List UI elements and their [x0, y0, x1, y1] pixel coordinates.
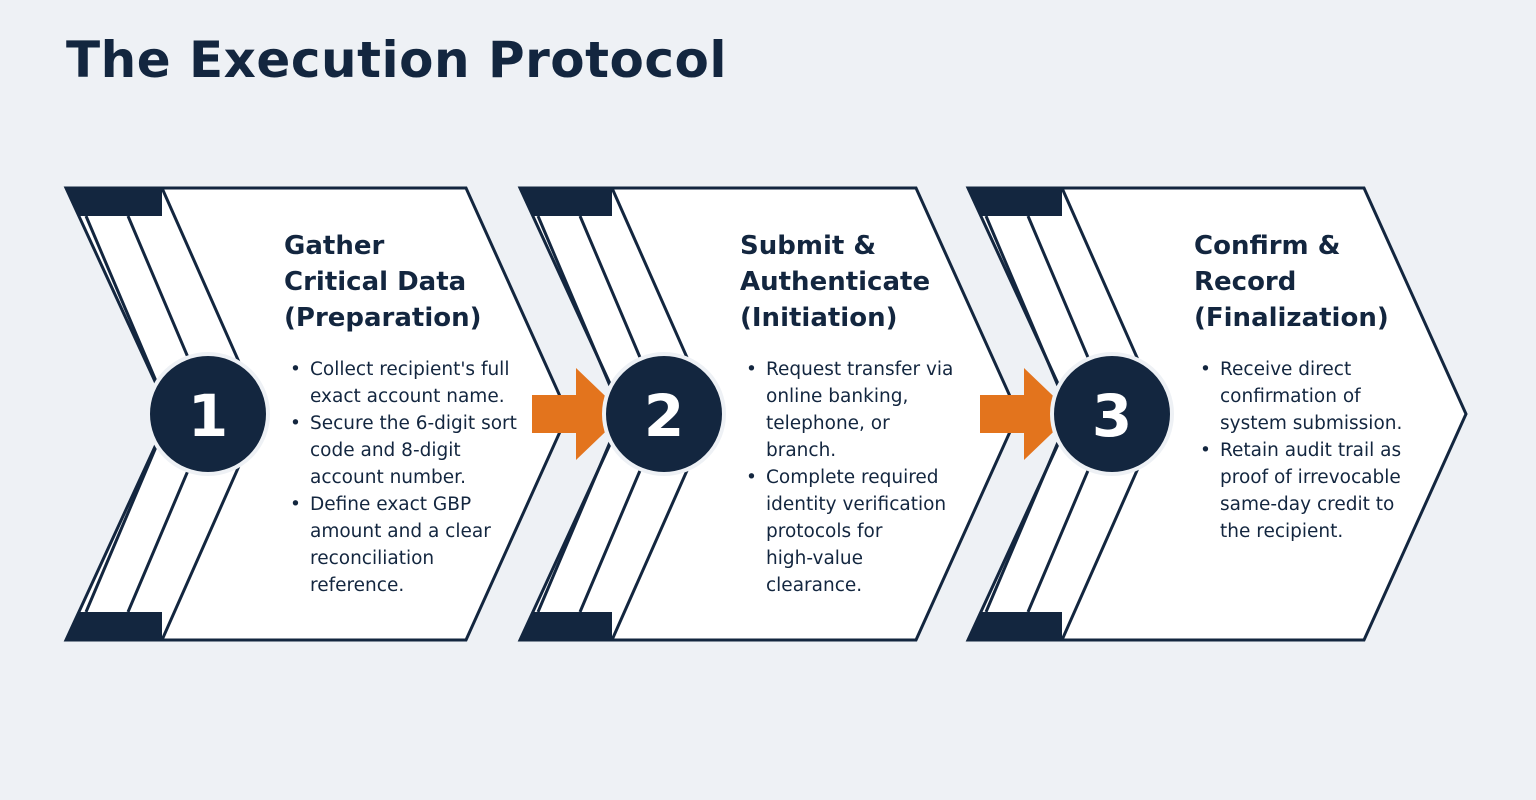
bullet-line: telephone, or: [766, 413, 890, 434]
bullet-line: Collect recipient's full: [310, 359, 510, 380]
bullet-line: Define exact GBP: [310, 494, 472, 515]
step-title-line: (Preparation): [284, 303, 482, 333]
step-title-line: (Finalization): [1194, 303, 1389, 333]
bullet-line: Complete required: [766, 467, 939, 488]
step-1-number: 1: [188, 382, 228, 450]
step-1-bullets: Collect recipient's full exact account n…: [284, 356, 517, 599]
bullet-item: Request transfer via online banking, tel…: [746, 356, 954, 464]
step-2-title: Submit & Authenticate (Initiation): [740, 228, 953, 336]
step-2-number: 2: [644, 382, 684, 450]
bullet-line: reconciliation: [310, 548, 435, 569]
step-title-line: Submit &: [740, 231, 877, 261]
bullet-line: amount and a clear: [310, 521, 491, 542]
bullet-line: Receive direct: [1220, 359, 1352, 380]
bullet-line: clearance.: [766, 575, 863, 596]
bullet-line: branch.: [766, 440, 837, 461]
step-2-content: Submit & Authenticate (Initiation) Reque…: [740, 228, 953, 599]
bullet-line: online banking,: [766, 386, 909, 407]
bullet-line: code and 8-digit: [310, 440, 461, 461]
bullet-item: Retain audit trail as proof of irrevocab…: [1200, 437, 1402, 545]
bullet-item: Secure the 6-digit sort code and 8-digit…: [290, 410, 517, 491]
bullet-line: system submission.: [1220, 413, 1403, 434]
bullet-item: Define exact GBP amount and a clear reco…: [290, 491, 517, 599]
page-title: The Execution Protocol: [66, 31, 727, 89]
arrow-right-icon: [532, 368, 624, 460]
bullet-line: proof of irrevocable: [1220, 467, 1401, 488]
step-3-number-badge: 3: [1050, 352, 1174, 476]
step-title-line: Confirm &: [1194, 231, 1341, 261]
step-1-content: Gather Critical Data (Preparation) Colle…: [284, 228, 517, 599]
step-title-line: (Initiation): [740, 303, 898, 333]
step-2-bullets: Request transfer via online banking, tel…: [740, 356, 953, 599]
bullet-line: Retain audit trail as: [1220, 440, 1402, 461]
bullet-item: Collect recipient's full exact account n…: [290, 356, 517, 410]
step-title-line: Record: [1194, 267, 1297, 297]
step-3-content: Confirm & Record (Finalization) Receive …: [1194, 228, 1402, 545]
step-title-line: Critical Data: [284, 267, 467, 297]
bullet-line: confirmation of: [1220, 386, 1361, 407]
bullet-line: identity verification: [766, 494, 947, 515]
bullet-line: Secure the 6-digit sort: [310, 413, 517, 434]
bullet-line: the recipient.: [1220, 521, 1344, 542]
step-title-line: Authenticate: [740, 267, 931, 297]
bullet-item: Receive direct confirmation of system su…: [1200, 356, 1403, 437]
step-title-line: Gather: [284, 231, 385, 261]
bullet-line: same-day credit to: [1220, 494, 1395, 515]
step-3-number: 3: [1092, 382, 1132, 450]
bullet-line: protocols for: [766, 521, 883, 542]
bullet-line: reference.: [310, 575, 405, 596]
bullet-line: Request transfer via: [766, 359, 954, 380]
arrow-right-icon: [980, 368, 1072, 460]
bullet-line: exact account name.: [310, 386, 505, 407]
step-1-title: Gather Critical Data (Preparation): [284, 228, 517, 336]
bullet-item: Complete required identity verification …: [746, 464, 953, 599]
step-3-title: Confirm & Record (Finalization): [1194, 228, 1402, 336]
step-1-number-badge: 1: [146, 352, 270, 476]
step-2-number-badge: 2: [602, 352, 726, 476]
step-3-bullets: Receive direct confirmation of system su…: [1194, 356, 1402, 545]
bullet-line: account number.: [310, 467, 466, 488]
bullet-line: high-value: [766, 548, 864, 569]
